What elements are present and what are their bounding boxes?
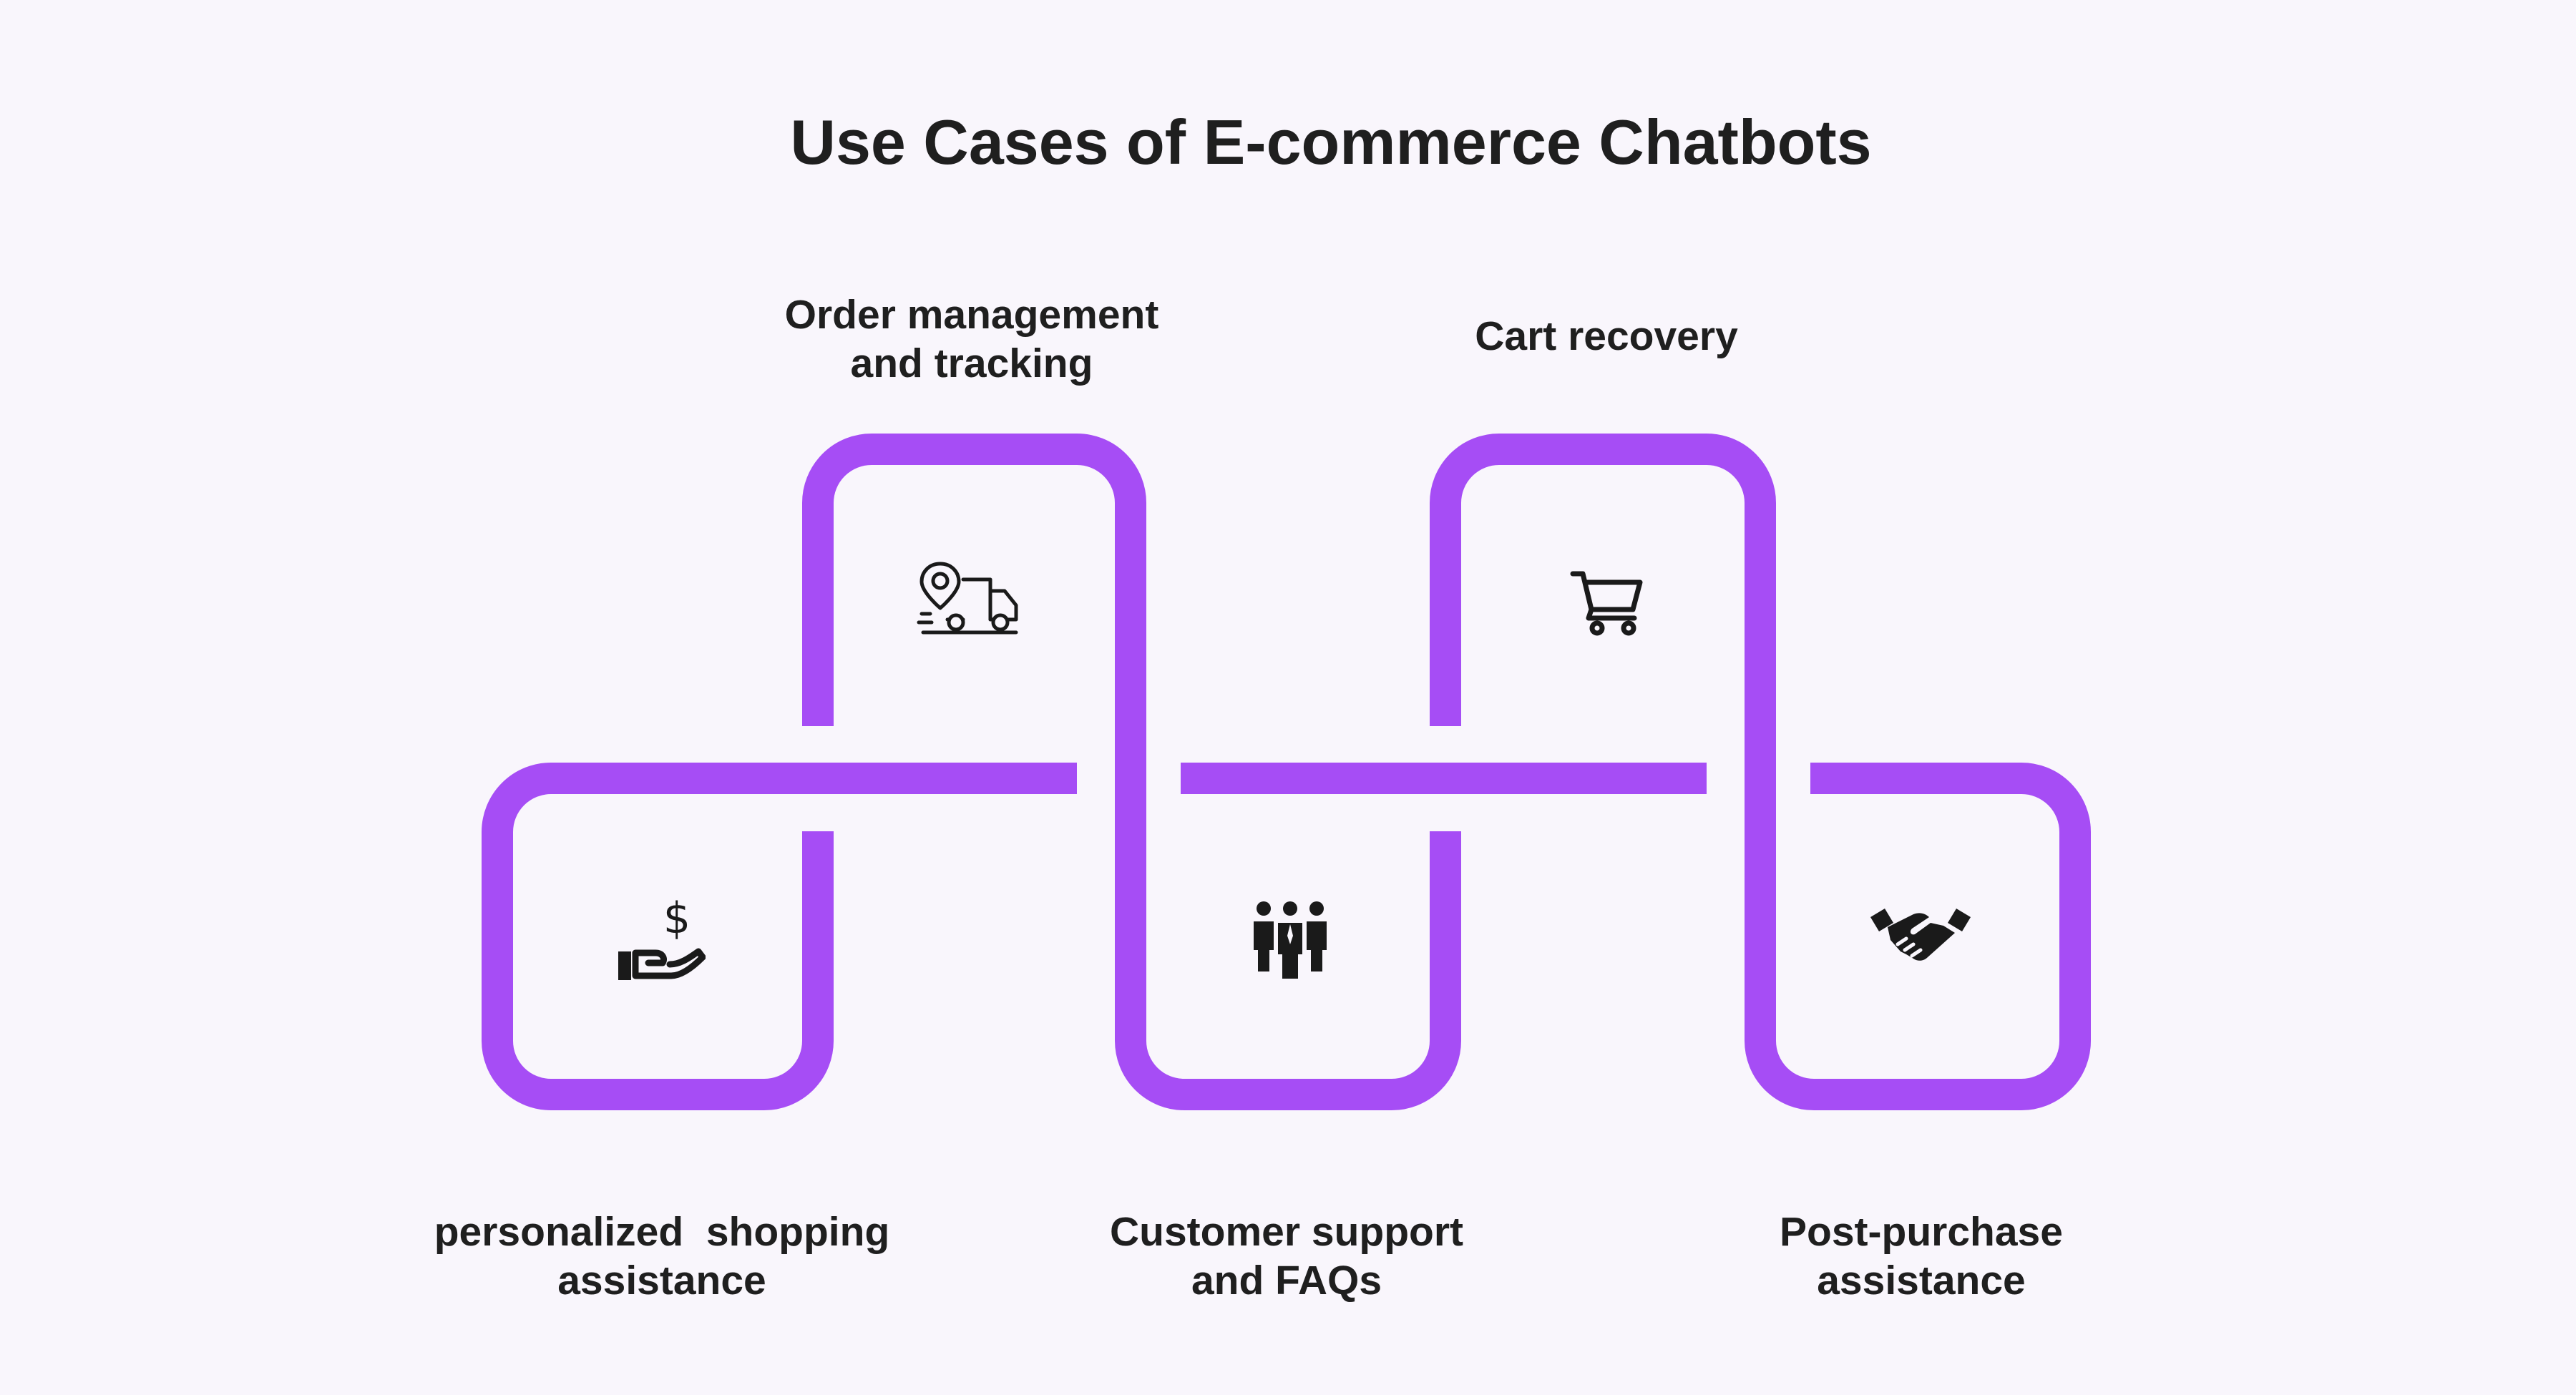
people-group-icon	[1254, 901, 1327, 979]
label-line: Customer support	[1109, 1209, 1464, 1255]
hand-dollar-icon: $	[618, 899, 706, 980]
use-case-label-order-management: Order management and tracking	[650, 290, 1294, 388]
shopping-cart-icon	[1570, 571, 1643, 636]
label-line: assistance	[1817, 1258, 2026, 1303]
diagram-title: Use Cases of E-commerce Chatbots	[790, 107, 1872, 177]
use-case-label-post-purchase: Post-purchase assistance	[1599, 1208, 2243, 1305]
use-case-label-personalized-shopping: personalized shopping assistance	[340, 1208, 984, 1305]
label-line: assistance	[557, 1258, 766, 1303]
use-case-label-customer-support: Customer support and FAQs	[965, 1208, 1609, 1305]
handshake-icon	[1870, 909, 1971, 961]
chain-link-personalized-shopping	[482, 763, 1077, 1110]
svg-text:$: $	[663, 899, 691, 944]
label-line: Order management	[784, 292, 1159, 338]
label-line: and tracking	[850, 341, 1093, 386]
label-line: Post-purchase	[1780, 1209, 2063, 1255]
label-line: and FAQs	[1191, 1258, 1382, 1303]
chain-link-order-management	[802, 434, 1461, 1110]
use-case-label-cart-recovery: Cart recovery	[1284, 312, 1928, 361]
label-line: Cart recovery	[1475, 313, 1738, 359]
chain-link-cart-recovery	[1430, 434, 2091, 1110]
delivery-truck-location-icon	[917, 562, 1018, 635]
label-line: personalized shopping	[434, 1209, 890, 1255]
